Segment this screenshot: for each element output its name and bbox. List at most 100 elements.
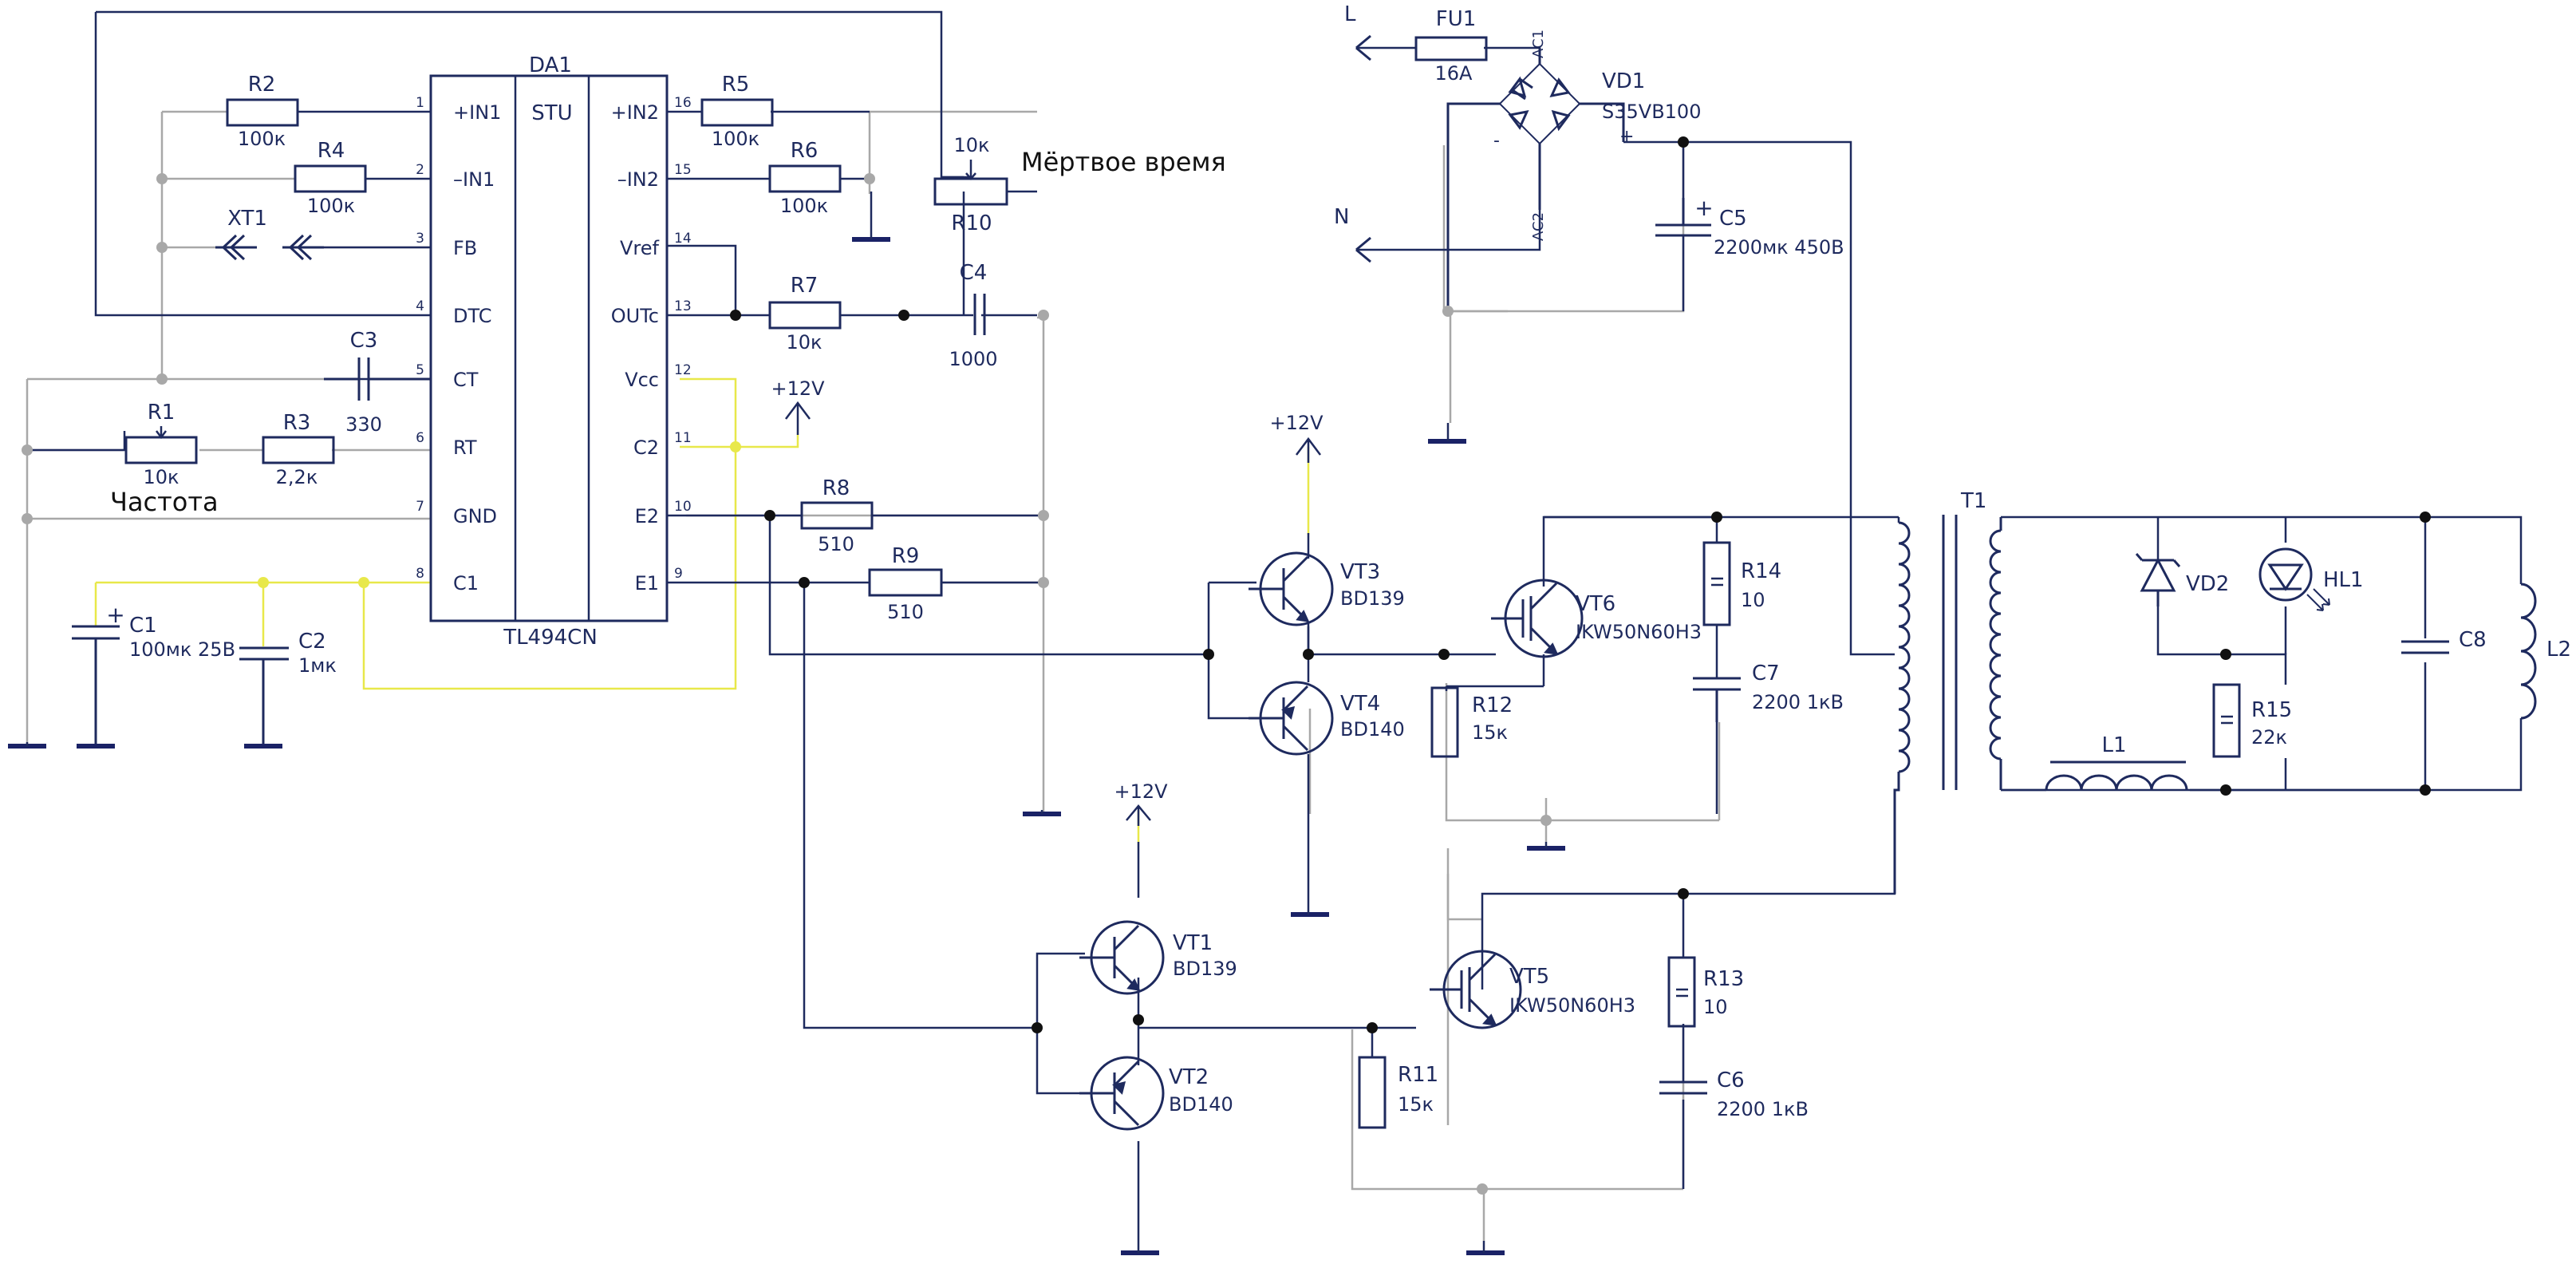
label-c2: C2 xyxy=(298,630,326,654)
transistor-vt3 xyxy=(1249,551,1334,626)
ic-pin-name: –IN2 xyxy=(617,168,659,191)
resistor-r13 xyxy=(1667,956,1696,1028)
label-vt3: VT3 xyxy=(1340,560,1380,584)
value-r3: 2,2к xyxy=(276,466,318,488)
deadtime-annotation: Мёртвое время xyxy=(1021,147,1226,177)
label-vt2: VT2 xyxy=(1169,1065,1209,1089)
ic-core-label: STU xyxy=(531,101,572,125)
ic-pin-number: 6 xyxy=(416,430,424,446)
resistor-r4 xyxy=(294,164,367,193)
label-l2: L2 xyxy=(2546,638,2571,662)
supply-label-bottom: +12V xyxy=(1114,780,1168,803)
value-r13: 10 xyxy=(1703,996,1728,1018)
label-r13: R13 xyxy=(1703,967,1744,991)
label-mains-n: N xyxy=(1334,205,1349,229)
ic-pin-number: 1 xyxy=(416,95,424,111)
ground-symbols xyxy=(8,237,1565,1255)
value-r7: 10к xyxy=(786,331,822,354)
ic-pin-number: 7 xyxy=(416,499,424,515)
capacitor-c7 xyxy=(1693,677,1741,691)
junction-dots xyxy=(730,136,2431,1033)
ic-pin-name: +IN2 xyxy=(611,101,659,124)
label-r10: R10 xyxy=(951,211,992,235)
bridge-ac2-label: AC2 xyxy=(1530,212,1547,241)
label-fu1: FU1 xyxy=(1436,7,1477,31)
value-vd1: S35VB100 xyxy=(1602,101,1701,123)
svg-text:+: + xyxy=(106,602,124,628)
label-mains-l: L xyxy=(1344,2,1356,26)
grey-nets xyxy=(26,110,1721,1241)
igbt-vt6 xyxy=(1491,579,1584,658)
resistor-r6 xyxy=(768,164,842,193)
ic-ref: DA1 xyxy=(529,53,572,77)
ic-pin-name: C2 xyxy=(633,436,659,459)
label-c7: C7 xyxy=(1752,662,1780,685)
ic-pin-name: GND xyxy=(453,505,497,527)
transistor-vt4 xyxy=(1249,681,1334,756)
capacitor-c6 xyxy=(1659,1080,1707,1095)
label-r3: R3 xyxy=(283,411,311,435)
label-r5: R5 xyxy=(722,73,750,97)
svg-text:+: + xyxy=(1694,195,1713,221)
ic-pin-number: 5 xyxy=(416,362,424,378)
supply-label-top: +12V xyxy=(1269,412,1324,434)
label-vt5: VT5 xyxy=(1509,965,1549,989)
label-r15: R15 xyxy=(2251,698,2292,722)
value-vt2: BD140 xyxy=(1169,1093,1233,1116)
value-c4: 1000 xyxy=(949,348,997,370)
value-r1: 10к xyxy=(143,466,179,488)
ic-pin-number: 9 xyxy=(674,566,683,582)
label-c1: C1 xyxy=(129,614,157,638)
value-c7: 2200 1кB xyxy=(1752,691,1844,713)
resistor-r15 xyxy=(2212,683,2241,758)
fuse-fu1 xyxy=(1414,36,1488,61)
ic-pin-number: 11 xyxy=(674,430,692,446)
capacitor-c1 xyxy=(72,625,120,640)
label-r8: R8 xyxy=(823,476,850,500)
label-xt1: XT1 xyxy=(227,207,267,231)
label-r2: R2 xyxy=(248,73,276,97)
supply-label-ic: +12V xyxy=(771,377,825,400)
resistor-r2 xyxy=(226,98,299,127)
ic-pin-number: 12 xyxy=(674,362,692,378)
capacitor-c8 xyxy=(2401,640,2449,654)
label-c3: C3 xyxy=(350,329,378,353)
value-c5: 2200мк 450B xyxy=(1714,236,1844,259)
ic-pin-number: 15 xyxy=(674,162,692,178)
label-vd2: VD2 xyxy=(2186,572,2229,596)
label-r7: R7 xyxy=(791,274,819,298)
ic-pin-name: E2 xyxy=(635,505,659,527)
value-r15: 22к xyxy=(2251,726,2287,749)
bridge-rectifier-vd1 xyxy=(1446,48,1625,311)
label-hl1: HL1 xyxy=(2323,568,2364,592)
transistor-vt2 xyxy=(1079,1056,1165,1131)
value-vt4: BD140 xyxy=(1340,718,1405,741)
ic-pin-name: Vcc xyxy=(625,369,659,391)
value-c6: 2200 1кB xyxy=(1717,1098,1809,1120)
resistor-r9 xyxy=(868,568,943,597)
zener-diode-vd2 xyxy=(2135,553,2181,606)
value-vt6: IKW50N60H3 xyxy=(1576,621,1702,643)
value-vt5: IKW50N60H3 xyxy=(1509,994,1635,1017)
value-r11: 15к xyxy=(1398,1093,1434,1116)
resistor-r11 xyxy=(1358,1056,1387,1129)
label-vt6: VT6 xyxy=(1576,592,1615,616)
value-r12: 15к xyxy=(1472,721,1508,744)
resistor-r14 xyxy=(1702,541,1731,626)
ic-pin-number: 13 xyxy=(674,298,692,314)
value-r5: 100к xyxy=(712,128,759,150)
value-vt3: BD139 xyxy=(1340,587,1405,610)
value-r2: 100к xyxy=(238,128,286,150)
ic-pin-name: RT xyxy=(453,436,477,459)
igbt-vt5 xyxy=(1430,950,1522,1029)
label-r12: R12 xyxy=(1472,693,1513,717)
resistor-r3 xyxy=(262,436,335,464)
led-hl1 xyxy=(2258,547,2330,611)
resistor-r5 xyxy=(700,98,774,127)
resistor-r7 xyxy=(768,301,842,330)
ic-pin-number: 10 xyxy=(674,499,692,515)
connector-xt1 xyxy=(215,234,324,261)
transistor-vt1 xyxy=(1079,920,1165,995)
label-c8: C8 xyxy=(2459,628,2487,652)
